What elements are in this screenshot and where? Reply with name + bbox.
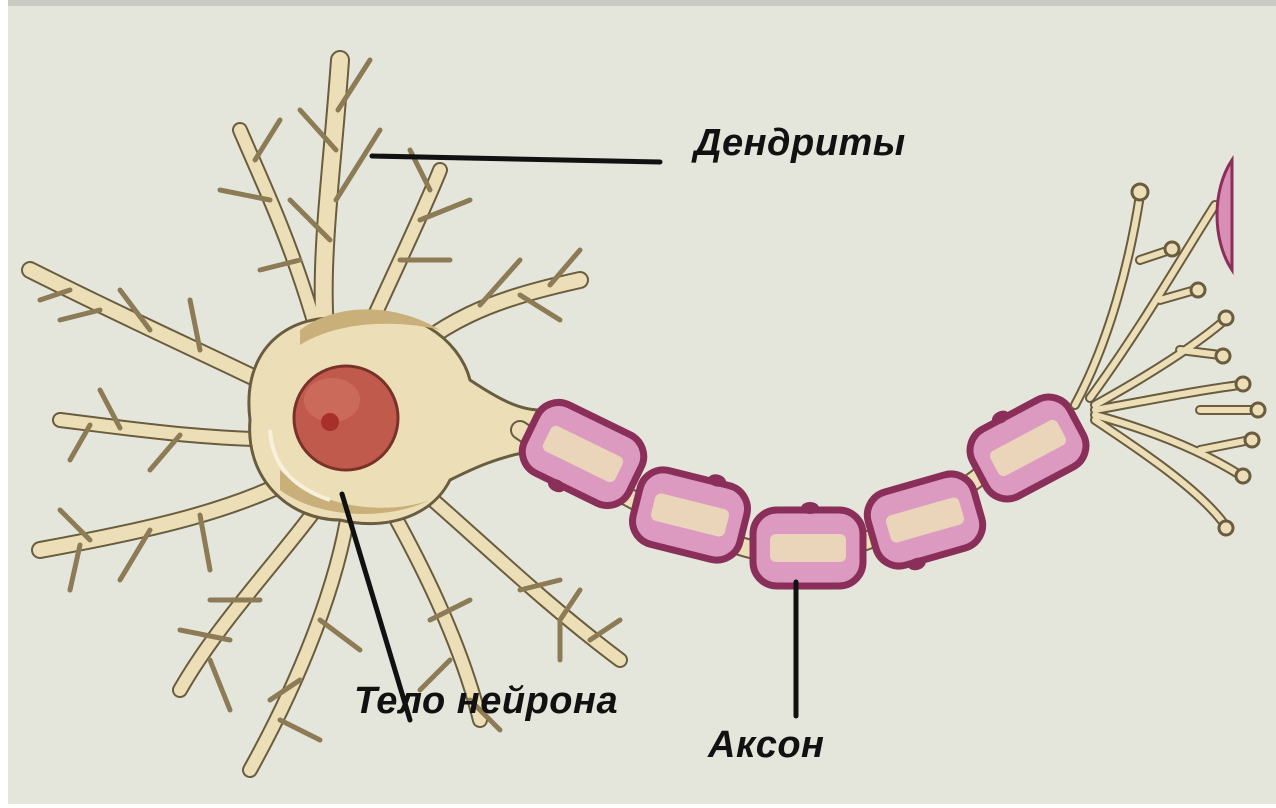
nucleolus [321, 413, 339, 431]
label-axon: Аксон [708, 724, 825, 767]
diagram-background [8, 0, 1276, 804]
label-neuron-body: Тело нейрона [354, 680, 618, 723]
label-dendrites: Дендриты [694, 122, 906, 165]
myelin-sheath-3 [753, 502, 863, 586]
top-edge-shadow [8, 0, 1276, 6]
